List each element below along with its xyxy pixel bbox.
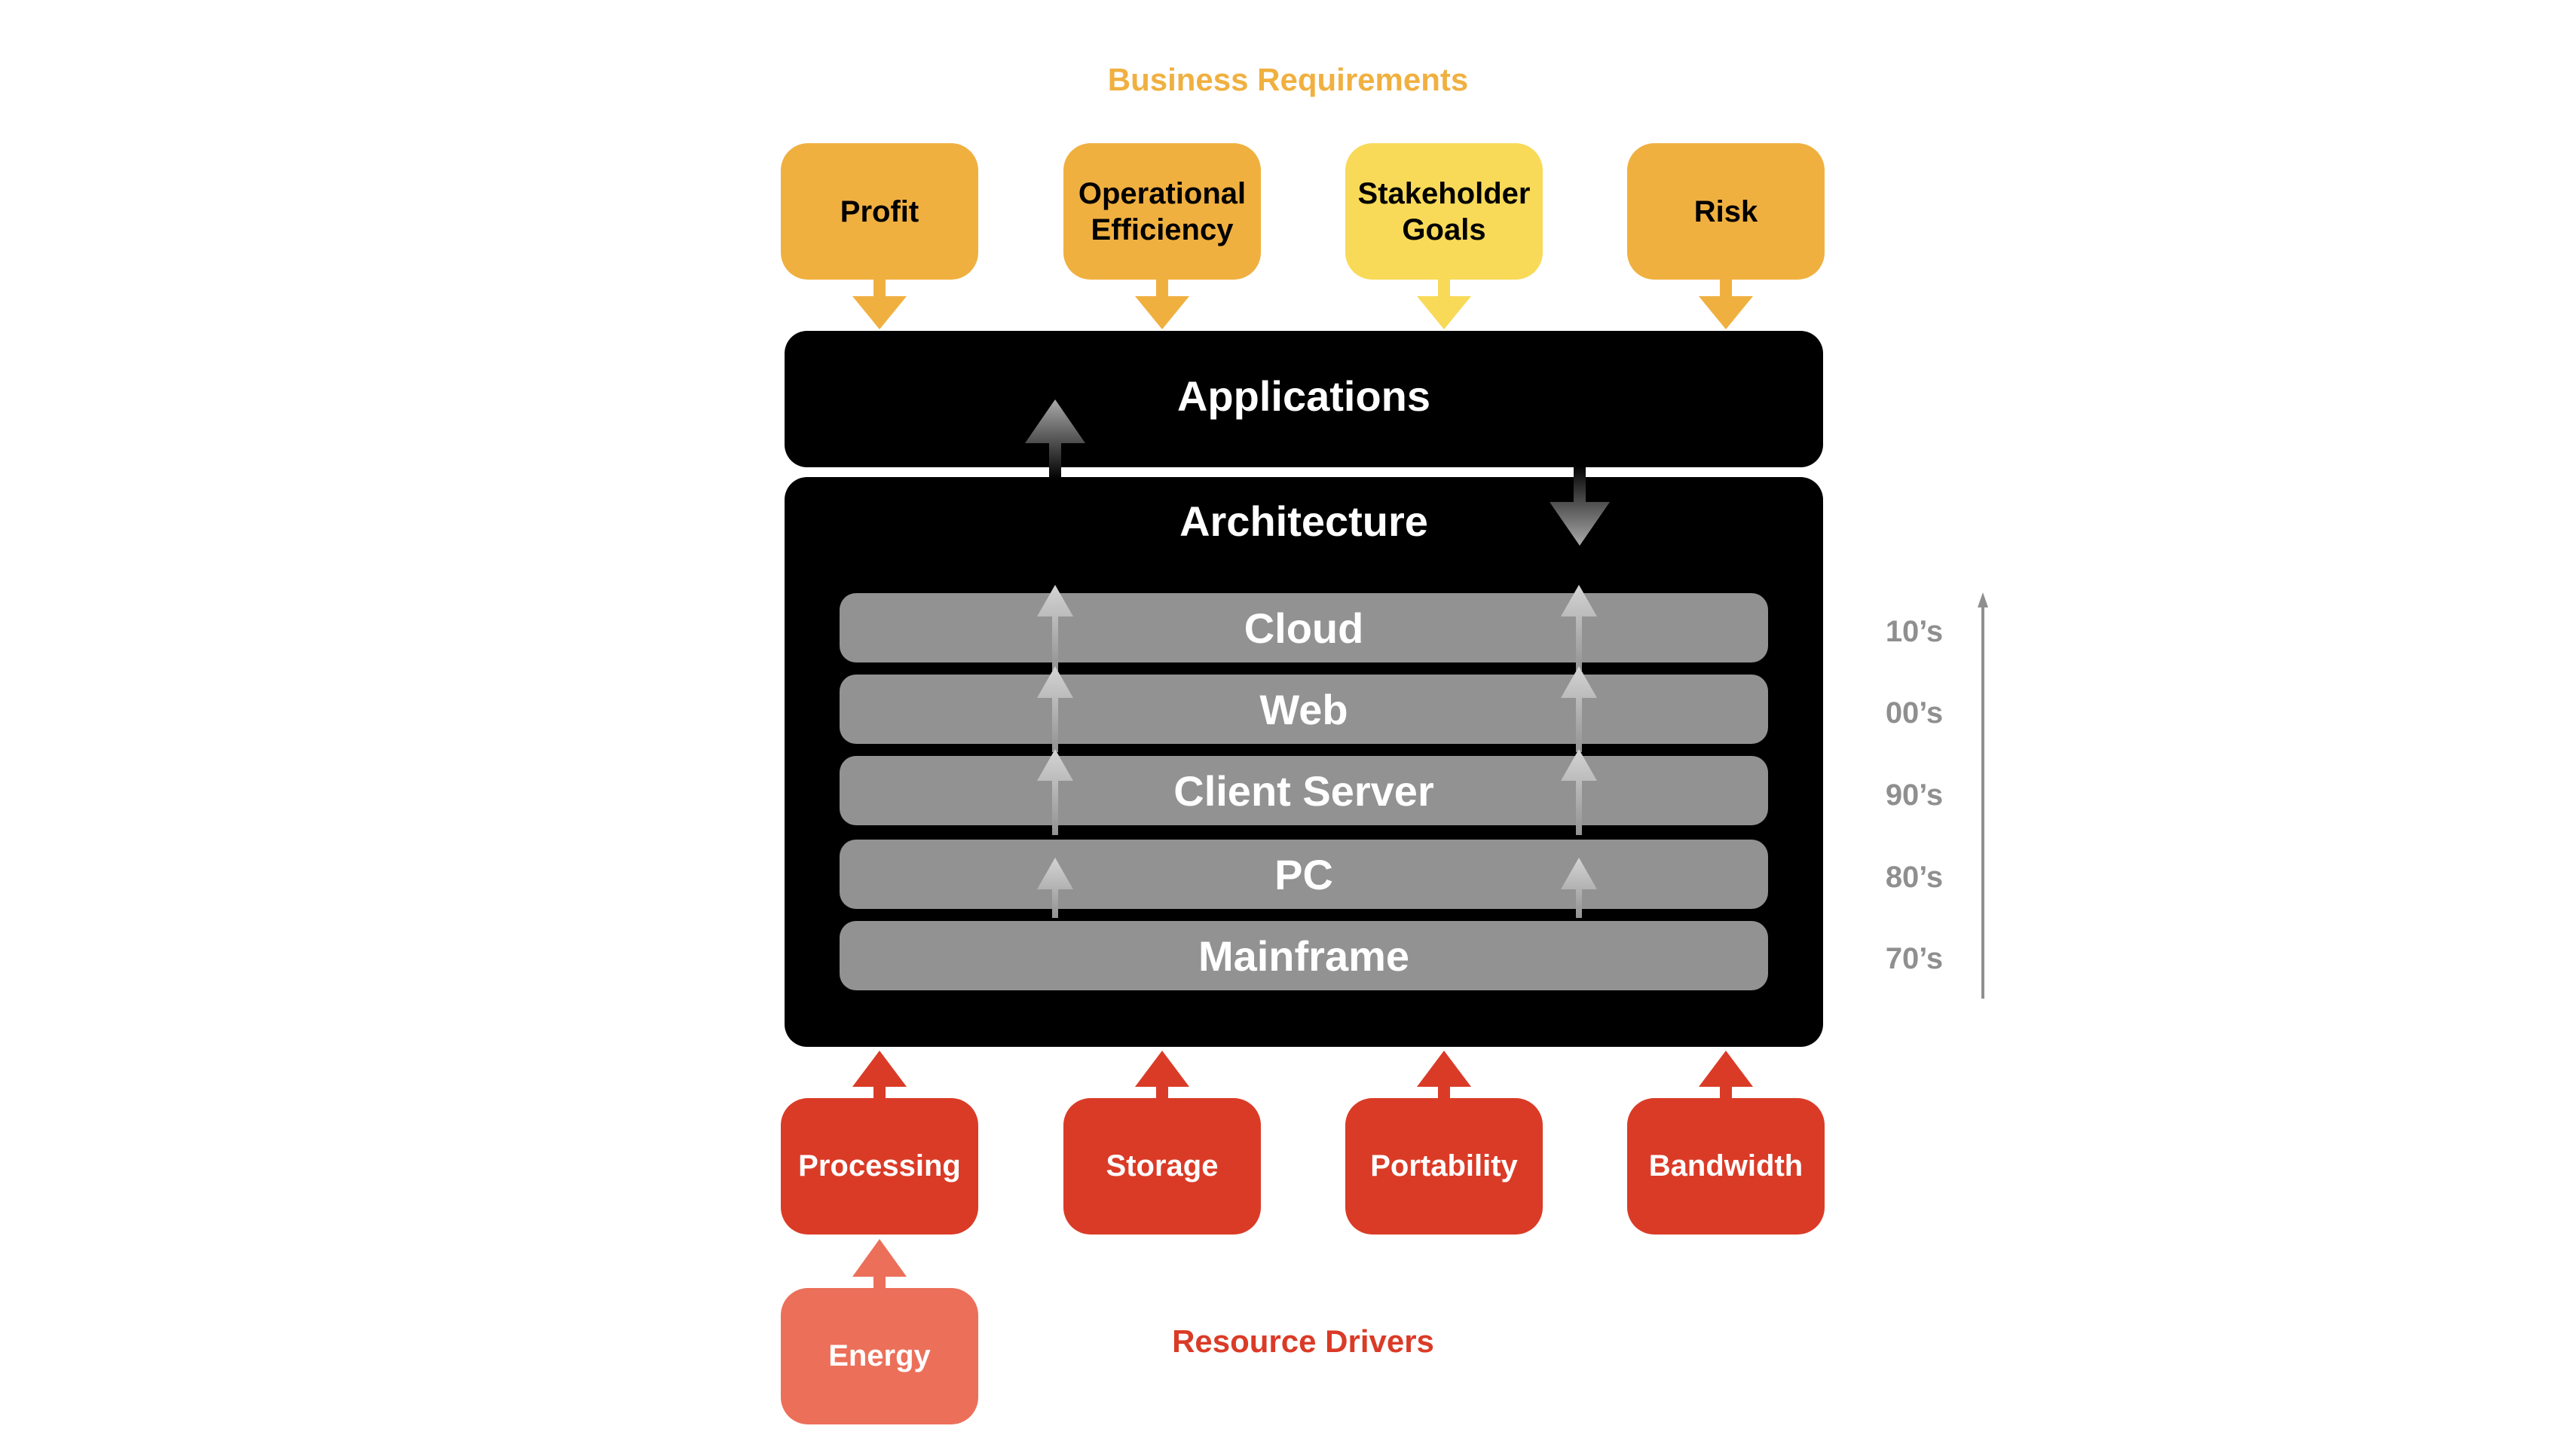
requirement-profit: Profit [781,143,978,280]
requirement-risk: Risk [1627,143,1825,280]
decade-label: 10’s [1885,615,1944,648]
decade-label: 90’s [1885,779,1944,812]
arrow-up-icon [852,1239,907,1290]
requirement-operational-efficiency: Operational Efficiency [1063,143,1261,280]
driver-processing: Processing [781,1098,978,1235]
arrow-down-icon [1699,280,1753,329]
requirement-label: Operational Efficiency [1078,176,1247,246]
arrow-up-icon [1417,1051,1471,1100]
layer-label: Mainframe [1198,932,1410,980]
arrow-up-icon [1978,592,1988,607]
driver-label: Portability [1370,1149,1518,1183]
requirement-label: Stakeholder Goals [1357,176,1531,246]
arrow-down-icon [852,280,907,329]
resource-drivers-heading: Resource Drivers [1172,1323,1434,1359]
arrow-up-icon [1135,1051,1189,1100]
decade-label: 70’s [1885,942,1944,975]
applications-title: Applications [1176,372,1431,420]
arrow-down-icon [1417,280,1471,329]
decade-label: 00’s [1885,696,1944,730]
driver-label: Energy [828,1339,931,1372]
requirement-stakeholder-goals: Stakeholder Goals [1345,143,1543,280]
applications-panel: Applications [785,331,1823,467]
driver-label: Storage [1106,1149,1219,1183]
layer-label: Cloud [1244,604,1364,652]
driver-storage: Storage [1063,1098,1261,1235]
driver-label: Processing [798,1149,961,1183]
layer-client-server: Client Server [840,756,1768,825]
driver-arrows [852,1051,1753,1290]
layer-mainframe: Mainframe [840,921,1768,990]
requirement-label: Risk [1693,194,1758,228]
driver-label: Bandwidth [1648,1149,1804,1183]
driver-portability: Portability [1345,1098,1543,1235]
driver-energy: Energy [781,1288,978,1424]
arrow-down-icon [1135,280,1189,329]
requirement-label: Profit [840,194,919,228]
layer-cloud: Cloud [840,593,1768,662]
architecture-title: Architecture [1179,497,1428,545]
layer-label: Web [1259,685,1348,733]
business-requirements-heading: Business Requirements [1107,62,1469,97]
decade-label: 80’s [1885,861,1944,894]
requirement-arrows [852,280,1753,329]
layer-web: Web [840,675,1768,744]
timeline-arrow [1978,592,1988,999]
driver-bandwidth: Bandwidth [1627,1098,1825,1235]
arrow-up-icon [852,1051,907,1100]
layer-pc: PC [840,840,1768,909]
layer-label: Client Server [1173,766,1434,815]
arrow-up-icon [1699,1051,1753,1100]
layer-label: PC [1274,850,1333,898]
